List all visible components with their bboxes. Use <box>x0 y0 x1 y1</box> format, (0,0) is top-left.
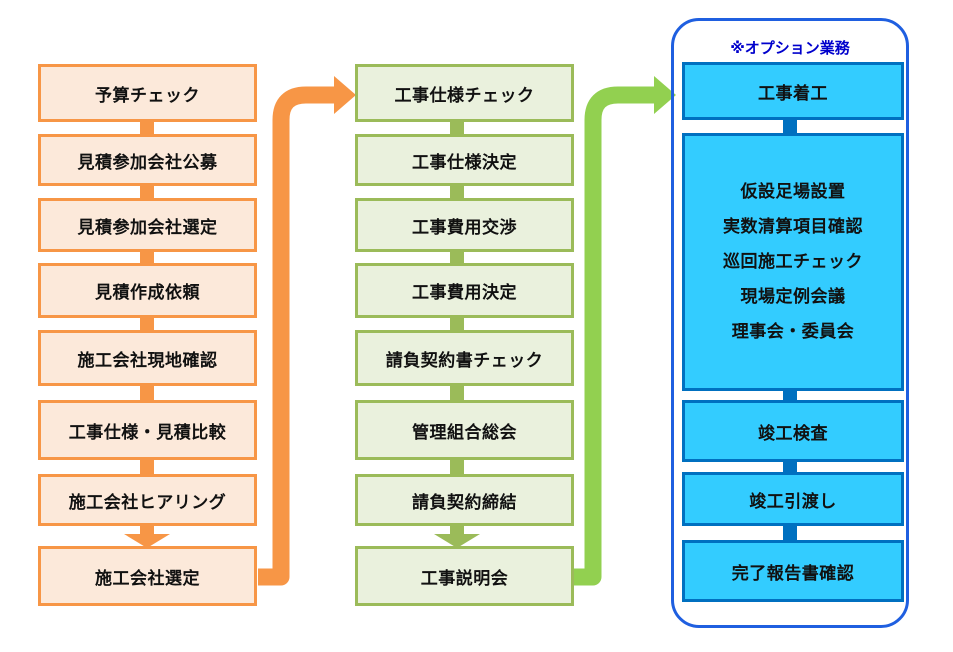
optional-services-frame <box>671 18 909 628</box>
step-general-meeting: 管理組合総会 <box>355 400 574 460</box>
step-completion-inspection: 竣工検査 <box>682 400 904 462</box>
step-cost-decision: 工事費用決定 <box>355 263 574 318</box>
task-patrol-check: 巡回施工チェック <box>723 251 863 272</box>
task-board-committee: 理事会・委員会 <box>731 321 855 342</box>
green-transition-arrow <box>573 86 656 586</box>
column3-connectors <box>783 119 797 542</box>
orange-transition-arrow <box>258 86 336 586</box>
step-contractor-selection-for-quote: 見積参加会社選定 <box>38 198 257 252</box>
step-handover: 竣工引渡し <box>682 472 904 526</box>
step-site-inspection: 施工会社現地確認 <box>38 330 257 386</box>
orange-arrow-head <box>334 76 356 114</box>
step-construction-briefing: 工事説明会 <box>355 546 574 606</box>
construction-period-tasks: 仮設足場設置 実数清算項目確認 巡回施工チェック 現場定例会議 理事会・委員会 <box>682 133 904 391</box>
step-cost-negotiation: 工事費用交渉 <box>355 198 574 252</box>
step-contractor-selected: 施工会社選定 <box>38 546 257 606</box>
column1-connectors <box>124 120 170 548</box>
task-site-meeting: 現場定例会議 <box>740 286 846 307</box>
step-contractor-hearing: 施工会社ヒアリング <box>38 474 257 526</box>
green-arrow-head <box>654 76 676 114</box>
step-contract-signing: 請負契約締結 <box>355 474 574 526</box>
task-quantity-settlement: 実数清算項目確認 <box>723 216 863 237</box>
step-quote-request: 見積作成依頼 <box>38 263 257 318</box>
step-budget-check: 予算チェック <box>38 64 257 122</box>
step-spec-check: 工事仕様チェック <box>355 64 574 122</box>
step-contractor-recruitment: 見積参加会社公募 <box>38 134 257 186</box>
step-spec-quote-comparison: 工事仕様・見積比較 <box>38 400 257 460</box>
optional-services-label: ※オプション業務 <box>730 39 850 57</box>
step-contract-check: 請負契約書チェック <box>355 330 574 386</box>
step-construction-start: 工事着工 <box>682 62 904 120</box>
column2-connectors <box>434 120 480 548</box>
step-completion-report: 完了報告書確認 <box>682 540 904 602</box>
step-spec-decision: 工事仕様決定 <box>355 134 574 186</box>
task-scaffolding: 仮設足場設置 <box>740 181 846 202</box>
